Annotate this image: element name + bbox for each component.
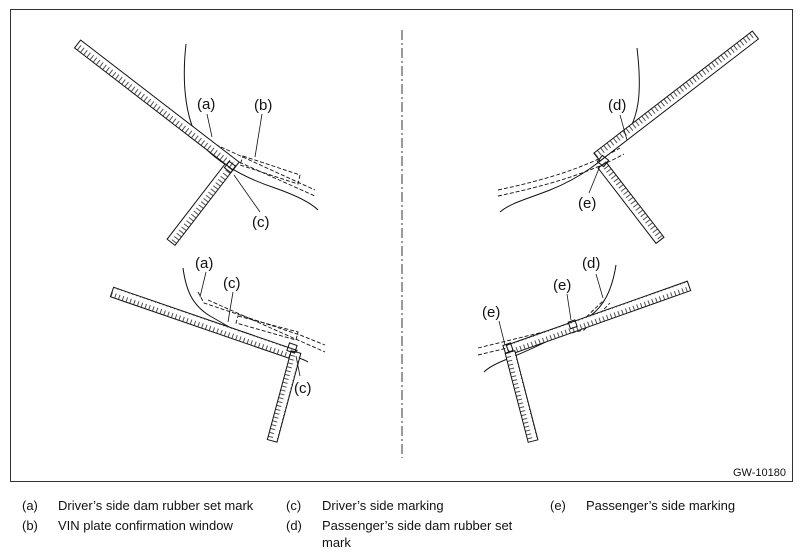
- callout-c-top-left: (c): [252, 214, 270, 231]
- callout-c-bottom-left-lower: (c): [294, 380, 312, 397]
- ruler-top-right-long: [593, 30, 760, 162]
- ruler-bottom-right-short: [504, 350, 539, 443]
- ruler-bottom-left-long: [109, 286, 298, 361]
- legend-text-d: Passenger’s side dam rubber set mark: [322, 518, 513, 550]
- callout-b-top-left: (b): [254, 97, 272, 114]
- legend-key-d: (d): [286, 518, 302, 533]
- figure-id: GW-10180: [733, 467, 786, 479]
- callout-a-top-left: (a): [197, 96, 215, 113]
- top-left-view: (a) (b) (c): [73, 39, 319, 246]
- legend-key-a: (a): [22, 498, 38, 513]
- legend-text-c: Driver’s side marking: [322, 498, 444, 513]
- callout-e-bottom-right-middle: (e): [553, 277, 571, 294]
- callout-a-bottom-left: (a): [195, 255, 213, 272]
- ruler-bottom-left-short: [266, 350, 302, 443]
- callout-e-bottom-right-left: (e): [482, 304, 500, 321]
- callout-d-top-right: (d): [608, 97, 626, 114]
- legend-text-a: Driver’s side dam rubber set mark: [58, 498, 254, 513]
- callout-e-top-right: (e): [578, 195, 596, 212]
- callout-c-bottom-left-upper: (c): [223, 275, 241, 292]
- bottom-right-view: (e) (e) (d): [477, 255, 692, 443]
- legend-key-b: (b): [22, 518, 38, 533]
- legend-text-e: Passenger’s side marking: [586, 498, 736, 513]
- top-right-view: (d) (e): [497, 30, 760, 245]
- legend-key-c: (c): [286, 498, 302, 513]
- ruler-bottom-right-long: [505, 280, 692, 356]
- ruler-top-left-long: [73, 39, 240, 171]
- bottom-left-view: (a) (c) (c): [109, 255, 326, 443]
- ruler-top-left-short: [166, 163, 234, 246]
- ruler-top-right-short: [597, 161, 665, 245]
- diagram-frame: [10, 9, 793, 482]
- legend-text-b: VIN plate confirmation window: [58, 518, 233, 533]
- callout-d-bottom-right: (d): [582, 255, 600, 272]
- legend-key-e: (e): [550, 498, 566, 513]
